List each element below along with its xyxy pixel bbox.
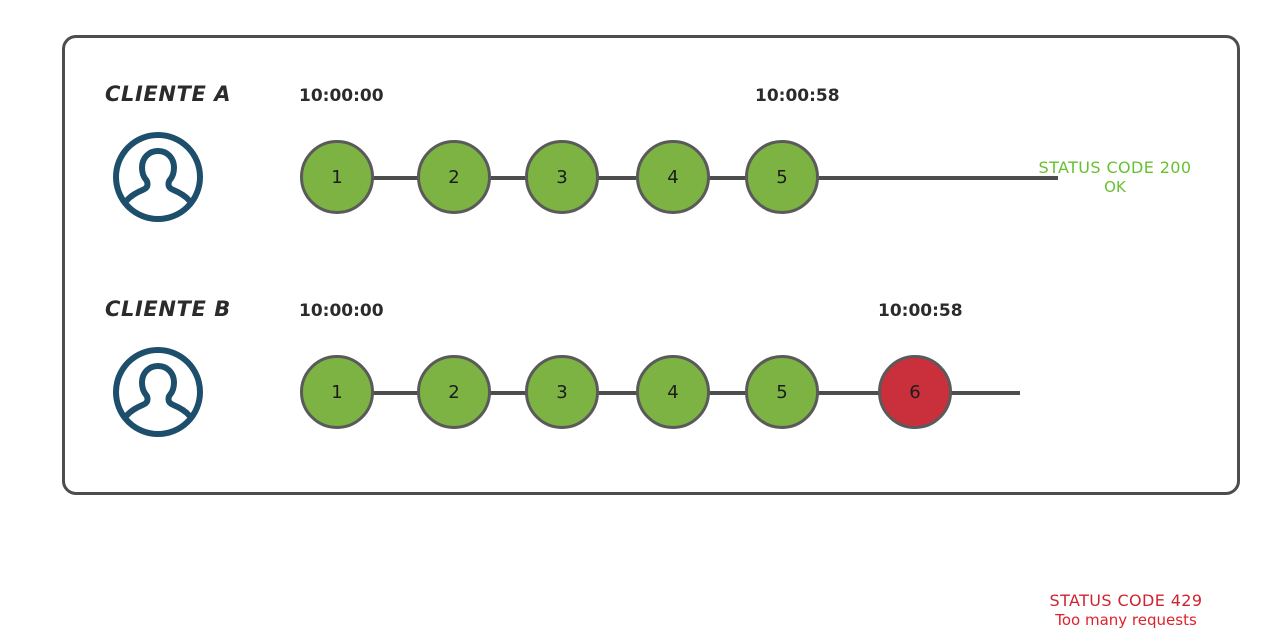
status-detail-text: OK — [1104, 178, 1126, 196]
request-node[interactable]: 3 — [525, 140, 599, 214]
request-node[interactable]: 2 — [417, 355, 491, 429]
diagram-canvas: CLIENTE A 10:00:00 10:00:58 1 2 3 4 5 ST… — [62, 35, 1240, 629]
timestamp-end-b: 10:00:58 — [878, 301, 963, 321]
request-node[interactable]: 4 — [636, 355, 710, 429]
request-node[interactable]: 3 — [525, 355, 599, 429]
request-node-rejected[interactable]: 6 — [878, 355, 952, 429]
request-node[interactable]: 1 — [300, 355, 374, 429]
status-code-text: STATUS CODE 200 — [1038, 158, 1192, 177]
timestamp-start-b: 10:00:00 — [299, 301, 384, 321]
status-code-text: STATUS CODE 429 — [1049, 591, 1203, 610]
client-label-a: CLIENTE A — [105, 82, 232, 106]
status-annotation-b: STATUS CODE 429 Too many requests — [1028, 591, 1224, 630]
diagram-frame — [62, 35, 1240, 495]
request-node[interactable]: 4 — [636, 140, 710, 214]
request-node[interactable]: 2 — [417, 140, 491, 214]
status-detail-text: Too many requests — [1055, 611, 1197, 629]
user-avatar-icon — [108, 127, 208, 227]
client-label-b: CLIENTE B — [105, 297, 231, 321]
chain-connector — [368, 176, 1058, 180]
timestamp-start-a: 10:00:00 — [299, 86, 384, 106]
request-node[interactable]: 1 — [300, 140, 374, 214]
status-annotation-a: STATUS CODE 200 OK — [1025, 158, 1205, 197]
timestamp-end-a: 10:00:58 — [755, 86, 840, 106]
user-avatar-icon — [108, 342, 208, 442]
request-node[interactable]: 5 — [745, 140, 819, 214]
request-node[interactable]: 5 — [745, 355, 819, 429]
